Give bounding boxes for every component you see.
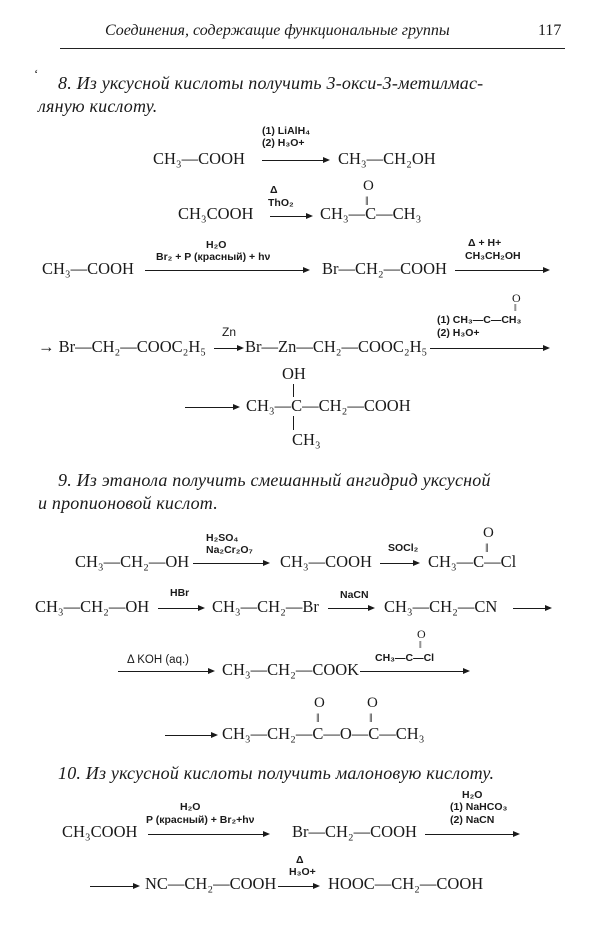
reaction-arrow	[513, 604, 552, 611]
condition: Br₂ + P (красный) + hν	[156, 251, 271, 263]
condition: Na₂Cr₂O₇	[206, 544, 253, 556]
reaction-arrow	[278, 882, 320, 889]
double-bond: ‖	[485, 540, 489, 555]
product: Br—CH₂—COOH	[322, 259, 447, 278]
problem-10-title: 10. Из уксусной кислоты получить малонов…	[58, 763, 495, 783]
condition: CH₃—C—Cl	[375, 652, 435, 664]
reactant: CH₃—CH₂—OH	[35, 597, 150, 616]
condition: HBr	[170, 587, 190, 599]
reaction-arrow	[148, 830, 270, 837]
reaction-arrow	[425, 830, 520, 837]
condition: H₃O+	[289, 866, 316, 878]
condition: H₂O	[180, 801, 201, 813]
reactant: CH₃—COOH	[42, 259, 134, 278]
margin-mark: ʻ	[34, 66, 39, 81]
carbonyl-oxygen: O	[483, 525, 494, 541]
product: CH₃—CH₂OH	[338, 149, 436, 168]
condition: Δ + H+	[468, 237, 502, 249]
carbonyl-oxygen: O	[314, 695, 325, 711]
reaction-arrow	[380, 559, 420, 566]
reaction-arrow	[328, 604, 375, 611]
product: CH₃—COOH	[280, 552, 372, 571]
carbonyl-oxygen: O	[512, 291, 521, 305]
condition: H₂O	[462, 789, 483, 801]
carbonyl-oxygen: O	[367, 695, 378, 711]
condition: Δ	[270, 184, 278, 196]
condition: Δ KOH (aq.)	[127, 654, 190, 666]
reaction-arrow	[185, 403, 240, 410]
product: CH₃—CH₂—C—O—C—CH₃	[222, 724, 425, 743]
bond	[293, 416, 294, 430]
product: Br—CH₂—COOH	[292, 822, 417, 841]
reaction-arrow	[214, 344, 244, 351]
reactant: CH₃COOH	[62, 822, 138, 841]
problem-8-title: 8. Из уксусной кислоты получить 3-окси-3…	[58, 73, 484, 93]
condition: H₂O	[206, 239, 227, 251]
reaction-arrow	[193, 559, 270, 566]
reactant: CH₃—CH₂—OH	[75, 552, 190, 571]
double-bond: ‖	[419, 640, 422, 651]
condition: (2) H₃O+	[437, 327, 480, 339]
condition: NaCN	[340, 589, 369, 601]
condition: Zn	[222, 325, 237, 339]
condition: (1) NaHCO₃	[450, 801, 508, 813]
reaction-arrow	[430, 344, 550, 351]
page-number: 117	[538, 22, 562, 39]
problem-9-title-cont: и пропионовой кислот.	[38, 493, 218, 513]
reaction-arrow	[262, 156, 330, 163]
product: CH₃—C—CH₃	[320, 204, 422, 223]
condition: SOCl₂	[388, 542, 419, 554]
condition: (1) CH₃—C—CH₃	[437, 314, 522, 326]
running-title: Соединения, содержащие функциональные гр…	[105, 22, 450, 39]
condition: CH₃CH₂OH	[465, 250, 521, 262]
condition: Δ	[296, 854, 304, 866]
carbonyl-oxygen: O	[363, 178, 374, 194]
product: NC—CH₂—COOH	[145, 874, 277, 893]
reaction-arrow	[90, 882, 140, 889]
substituent: CH₃	[292, 430, 321, 449]
double-bond: ‖	[365, 193, 369, 208]
reaction-arrow	[145, 266, 310, 273]
condition: (2) H₃O+	[262, 137, 305, 149]
header-rule	[60, 48, 565, 49]
product: CH₃—C—CH₂—COOH	[246, 396, 411, 415]
condition: (1) LiAlH₄	[262, 125, 311, 137]
reactant: CH₃—COOH	[153, 149, 245, 168]
reaction-arrow	[158, 604, 205, 611]
product: CH₃—CH₂—COOK	[222, 660, 360, 679]
product: CH₃—CH₂—Br	[212, 597, 319, 616]
problem-9-title: 9. Из этанола получить смешанный ангидри…	[58, 470, 491, 490]
reaction-arrow	[270, 212, 313, 219]
reaction-arrow	[360, 667, 470, 674]
carbonyl-oxygen: O	[417, 627, 426, 641]
condition: (2) NaCN	[450, 814, 495, 826]
bond	[293, 384, 294, 397]
double-bond: ‖	[316, 710, 320, 725]
double-bond: ‖	[514, 303, 517, 314]
product: CH₃—C—Cl	[428, 552, 517, 571]
product: CH₃—CH₂—CN	[384, 597, 498, 616]
reaction-arrow	[118, 667, 215, 674]
condition: ThO₂	[268, 197, 294, 209]
condition: P (красный) + Br₂+hν	[146, 814, 255, 826]
product: Br—Zn—CH₂—COOC₂H₅	[245, 337, 428, 356]
problem-8-title-cont: ляную кислоту.	[38, 96, 158, 116]
reactant: → Br—CH₂—COOC₂H₅	[38, 337, 207, 356]
substituent: OH	[282, 364, 306, 383]
reaction-arrow	[165, 731, 218, 738]
product: HOOC—CH₂—COOH	[328, 874, 484, 893]
reaction-arrow	[455, 266, 550, 273]
reactant: CH₃COOH	[178, 204, 254, 223]
condition: H₂SO₄	[206, 532, 239, 544]
double-bond: ‖	[369, 710, 373, 725]
